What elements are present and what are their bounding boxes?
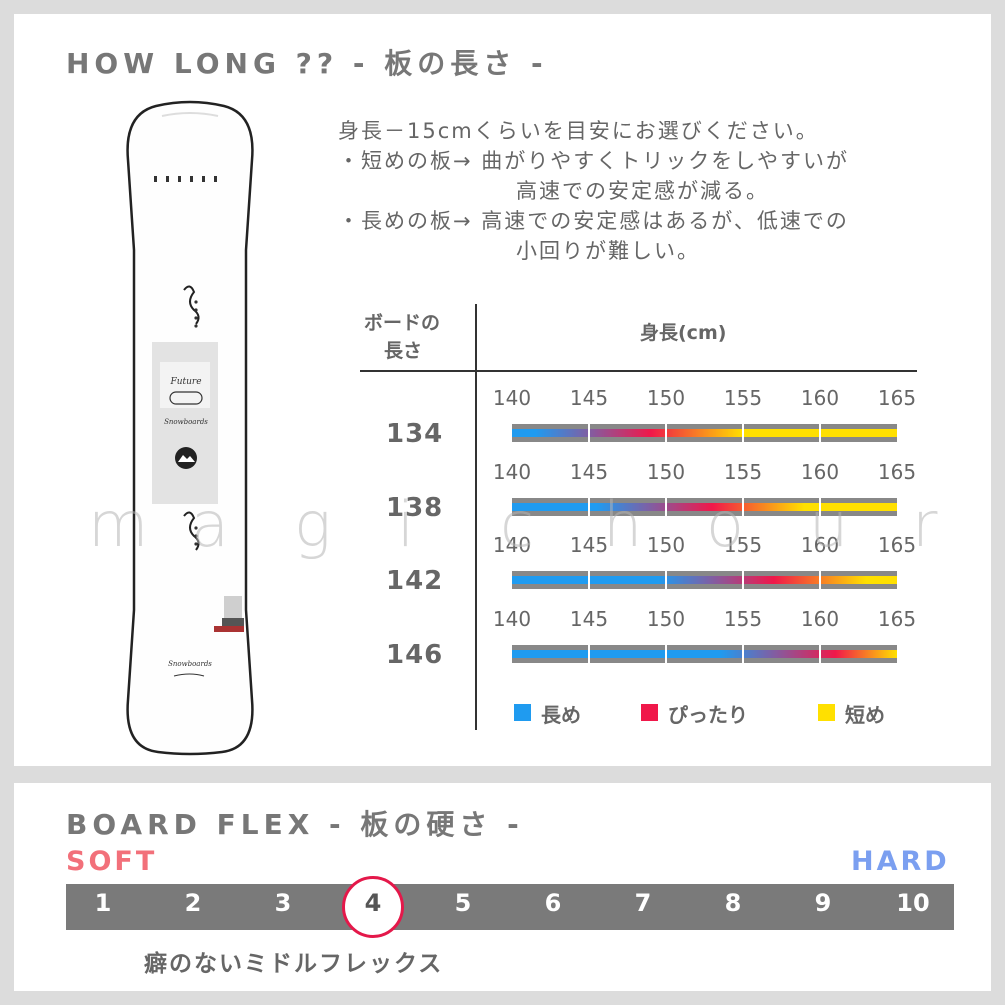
desc-line-5: 小回りが難しい。 [516, 239, 700, 263]
desc-line-1: 身長－15cmくらいを目安にお選びください。 [338, 119, 819, 143]
board-length-label: 146 [386, 639, 444, 670]
bar-separator [819, 644, 821, 663]
bar-separator [588, 424, 590, 442]
tick-label: 160 [800, 459, 840, 484]
desc-line-2: ・短めの板→ 曲がりやすくトリックをしやすいが [338, 149, 850, 173]
tick-label: 160 [800, 533, 840, 557]
watermark-letter: h [603, 488, 643, 561]
bar-separator [742, 424, 744, 442]
flex-value: 9 [814, 889, 832, 917]
flex-value: 3 [274, 889, 292, 917]
watermark-letter: m [88, 488, 149, 561]
tick-label: 165 [877, 386, 917, 410]
tick-label: 155 [723, 533, 763, 557]
flex-value: 1 [94, 889, 112, 917]
legend-label: ぴったり [668, 703, 748, 727]
tick-label: 140 [492, 606, 532, 631]
bar-separator [665, 497, 667, 516]
flex-section-title: BOARD FLEX - 板の硬さ - [66, 808, 524, 841]
flex-selected-value: 4 [364, 889, 382, 917]
bar-separator [742, 644, 744, 663]
tick-label: 155 [723, 386, 763, 410]
soft-label: SOFT [66, 846, 158, 877]
tick-label: 155 [723, 459, 763, 484]
desc-line-4: ・長めの板→ 高速での安定感はあるが、低速での [338, 209, 849, 233]
watermark-letter: a [191, 488, 229, 561]
bar-separator [588, 644, 590, 663]
tick-label: 145 [569, 459, 609, 484]
tick-label: 140 [492, 533, 532, 557]
bar-separator [665, 424, 667, 442]
bar-separator [742, 497, 744, 516]
col-header-height: 身長(cm) [640, 322, 727, 344]
flex-value: 2 [184, 889, 202, 917]
table-column-divider [475, 304, 477, 730]
tick-label: 150 [646, 606, 686, 631]
tick-label: 145 [569, 606, 609, 631]
bar-separator [742, 571, 744, 589]
fit-gradient [512, 576, 897, 584]
bar-separator [819, 424, 821, 442]
flex-value: 5 [454, 889, 472, 917]
bar-separator [665, 644, 667, 663]
watermark-letter: c [500, 488, 535, 561]
flex-value: 10 [896, 889, 930, 917]
board-length-label: 142 [386, 566, 444, 596]
flex-value: 8 [724, 889, 742, 917]
flex-description: 癖のないミドルフレックス [144, 951, 444, 977]
desc-line-3: 高速での安定感が減る。 [516, 179, 769, 203]
table-header-divider [360, 370, 917, 372]
svg-text:Snowboards: Snowboards [164, 418, 208, 426]
tick-label: 145 [569, 533, 609, 557]
svg-text:Snowboards: Snowboards [168, 660, 212, 668]
tick-label: 165 [877, 533, 917, 557]
tick-label: 140 [492, 386, 532, 410]
length-section-title: HOW LONG ?? - 板の長さ - [66, 47, 548, 80]
tick-label: 165 [877, 459, 917, 484]
legend-label: 長め [541, 703, 581, 727]
board-length-label: 134 [386, 419, 444, 449]
watermark-letter: i [397, 488, 415, 561]
flex-value: 6 [544, 889, 562, 917]
watermark-letter: g [294, 488, 332, 561]
tick-label: 150 [646, 533, 686, 557]
snowboard-image: Future Snowboards Snowboards [126, 100, 254, 756]
flex-value: 7 [634, 889, 652, 917]
bar-separator [819, 497, 821, 516]
tick-label: 140 [492, 459, 532, 484]
watermark-letter: r [912, 488, 938, 561]
legend-swatch [818, 704, 835, 721]
fit-gradient [512, 429, 897, 437]
flex-selected-marker [342, 876, 404, 938]
bar-separator [588, 571, 590, 589]
tick-label: 160 [800, 386, 840, 410]
tick-label: 150 [646, 459, 686, 484]
watermark-letter: u [809, 488, 849, 561]
bar-separator [665, 571, 667, 589]
legend-swatch [641, 704, 658, 721]
bar-separator [588, 497, 590, 516]
tick-label: 150 [646, 386, 686, 410]
col-header-board-length-1: ボードの [364, 312, 441, 334]
bar-separator [819, 571, 821, 589]
tick-label: 155 [723, 606, 763, 631]
legend-swatch [514, 704, 531, 721]
col-header-board-length-2: 長さ [384, 340, 423, 362]
tick-label: 160 [800, 606, 840, 631]
tick-label: 145 [569, 386, 609, 410]
svg-text:Future: Future [169, 377, 201, 387]
flex-scale-bar [66, 884, 954, 930]
watermark-letter: o [706, 488, 744, 561]
fit-gradient [512, 502, 897, 511]
fit-gradient [512, 649, 897, 658]
legend-label: 短め [845, 703, 885, 727]
tick-label: 165 [877, 606, 917, 631]
hard-label: HARD [851, 846, 950, 877]
board-length-label: 138 [386, 492, 444, 523]
